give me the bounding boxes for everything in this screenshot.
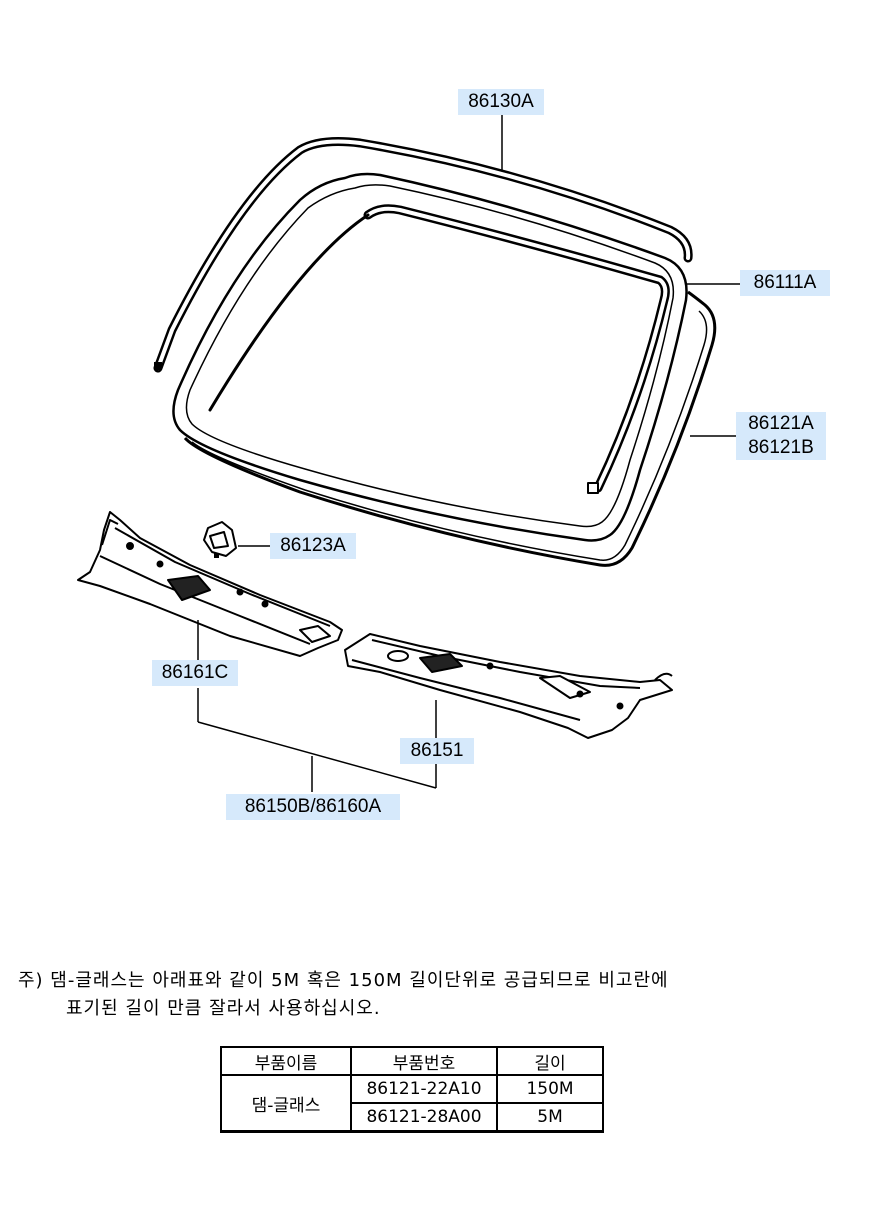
callout-86161C: 86161C: [152, 660, 238, 686]
cell-length: 150M: [496, 1074, 604, 1104]
windshield-glass-lower-edge: [183, 290, 717, 567]
table-row: 댐-글래스 86121-22A10 150M: [220, 1074, 604, 1133]
cell-part-name: 댐-글래스: [220, 1074, 352, 1133]
callout-86111A: 86111A: [740, 270, 830, 296]
callout-86151: 86151: [400, 738, 474, 764]
cell-length: 5M: [496, 1102, 604, 1133]
parts-table: 부품이름 부품번호 길이 댐-글래스 86121-22A10 150M 8612…: [220, 1046, 604, 1133]
leader-lines: [197, 114, 742, 792]
table-header-row: 부품이름 부품번호 길이: [220, 1046, 604, 1076]
callout-86123A: 86123A: [270, 533, 356, 559]
dam-glass-strip: [208, 204, 670, 494]
windshield-molding: [153, 137, 693, 373]
cowl-top-cover-left: [77, 511, 343, 657]
header-length: 길이: [496, 1046, 604, 1076]
header-part-number: 부품번호: [350, 1046, 498, 1076]
glass-clip: [203, 521, 237, 558]
note-line-1: 주) 댐-글래스는 아래표와 같이 5M 혹은 150M 길이단위로 공급되므로…: [18, 970, 669, 991]
note-line-2: 표기된 길이 만큼 잘라서 사용하십시오.: [66, 998, 381, 1019]
cell-part-number: 86121-28A00: [350, 1102, 498, 1133]
callout-86121A: 86121A: [736, 412, 826, 436]
callout-86130A: 86130A: [458, 89, 544, 115]
header-part-name: 부품이름: [220, 1046, 352, 1076]
cell-part-number: 86121-22A10: [350, 1074, 498, 1104]
windshield-glass: [172, 172, 688, 542]
callout-86150B-86160A: 86150B/86160A: [226, 794, 400, 820]
table-row: 86121-28A00 5M: [221, 1102, 604, 1133]
cowl-top-cover-right: [344, 633, 673, 739]
callout-86121B: 86121B: [736, 436, 826, 460]
